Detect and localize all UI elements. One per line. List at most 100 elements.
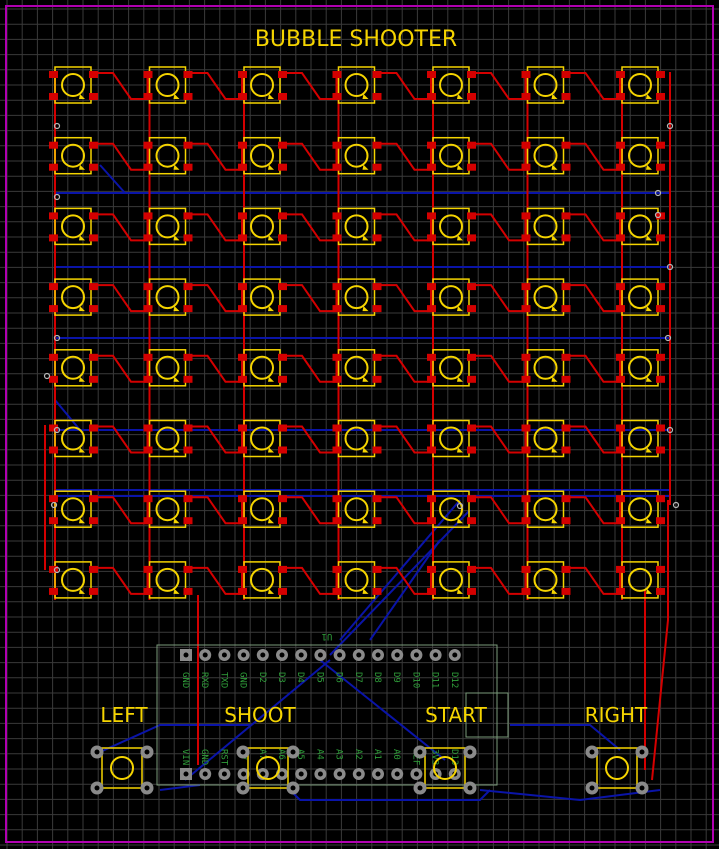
led-pad	[616, 495, 625, 503]
led-marker	[646, 376, 652, 382]
led-outline	[621, 207, 659, 246]
module-pin-hole	[260, 652, 266, 658]
led-pad	[238, 71, 247, 78]
led-footprint	[616, 66, 665, 104]
led-pad	[427, 517, 436, 525]
start-button-label: START	[425, 703, 487, 727]
button-outline	[596, 747, 638, 789]
top-trace	[189, 496, 243, 525]
led-pad	[656, 565, 665, 573]
led-pad	[332, 353, 342, 361]
led-footprint	[143, 136, 193, 175]
led-outline	[54, 561, 92, 599]
led-pad	[561, 375, 571, 383]
led-outline	[432, 349, 470, 387]
led-pad	[49, 93, 58, 100]
via	[50, 501, 58, 509]
module-pin-label: D10	[410, 672, 420, 688]
module-pin-label: D13	[449, 749, 459, 765]
module-pin-hole	[221, 652, 227, 658]
module-pin-label: D5	[314, 672, 324, 683]
led-pad	[467, 495, 476, 503]
led-pad	[89, 305, 98, 313]
led-outline	[526, 207, 565, 246]
led-pad	[49, 495, 58, 503]
led-pad	[616, 375, 625, 383]
led-pad	[372, 212, 382, 220]
led-marker	[173, 518, 180, 524]
led-marker	[551, 588, 558, 594]
led-pad	[372, 163, 382, 171]
led-pad	[143, 283, 153, 291]
led-footprint	[49, 278, 98, 316]
led-pad	[467, 446, 476, 454]
led-pad	[238, 212, 247, 220]
led-marker	[551, 306, 558, 312]
led-body	[439, 497, 463, 522]
top-trace	[284, 213, 338, 242]
via	[53, 426, 61, 434]
led-pad	[427, 71, 436, 78]
led-pad	[89, 163, 98, 171]
led-footprint	[143, 278, 193, 316]
led-outline	[621, 490, 659, 528]
top-trace	[473, 566, 527, 595]
led-marker	[173, 306, 180, 312]
module-pin-hole	[356, 652, 362, 658]
led-footprint	[49, 136, 98, 175]
module-pin-label: A0	[391, 749, 401, 760]
led-pad	[332, 163, 342, 171]
via	[43, 372, 51, 380]
led-marker	[457, 588, 463, 594]
led-marker	[551, 235, 558, 241]
led-pad	[521, 93, 531, 100]
led-marker	[362, 164, 369, 170]
led-marker	[268, 518, 274, 524]
led-pad	[238, 163, 247, 171]
led-pad	[278, 495, 287, 503]
led-outline	[54, 136, 92, 175]
module-pin-label: D6	[334, 672, 344, 683]
led-pad	[656, 587, 665, 595]
led-pad	[238, 446, 247, 454]
led-body	[439, 426, 463, 451]
top-trace	[378, 284, 432, 313]
led-body	[628, 497, 652, 522]
led-pad	[332, 212, 342, 220]
led-pad	[467, 517, 476, 525]
top-trace	[95, 566, 149, 595]
led-body	[533, 143, 558, 168]
led-pad	[49, 424, 58, 432]
led-marker	[551, 518, 558, 524]
led-footprint	[521, 349, 571, 387]
module-pin-hole	[394, 771, 400, 777]
led-pad	[427, 93, 436, 100]
led-body	[61, 497, 85, 522]
led-footprint	[332, 66, 382, 104]
led-pad	[467, 424, 476, 432]
led-pad	[521, 565, 531, 573]
led-pad	[372, 234, 382, 242]
via	[666, 122, 674, 130]
led-outline	[54, 419, 92, 458]
top-trace	[473, 496, 527, 525]
led-body	[155, 426, 180, 451]
led-pad	[372, 587, 382, 595]
led-outline	[337, 349, 376, 387]
led-footprint	[616, 419, 665, 458]
led-body	[61, 567, 85, 592]
led-outline	[621, 349, 659, 387]
led-pad	[521, 495, 531, 503]
right-button-label: RIGHT	[585, 703, 648, 727]
led-outline	[337, 561, 376, 599]
top-trace	[378, 354, 432, 383]
top-trace	[567, 354, 621, 383]
led-footprint	[521, 561, 571, 599]
module-pin-label: TXD	[218, 672, 228, 688]
led-pad	[183, 305, 193, 313]
led-body	[61, 214, 85, 239]
top-trace	[473, 213, 527, 242]
led-pad	[278, 234, 287, 242]
module-pin-hole	[375, 652, 381, 658]
top-trace	[95, 425, 149, 454]
